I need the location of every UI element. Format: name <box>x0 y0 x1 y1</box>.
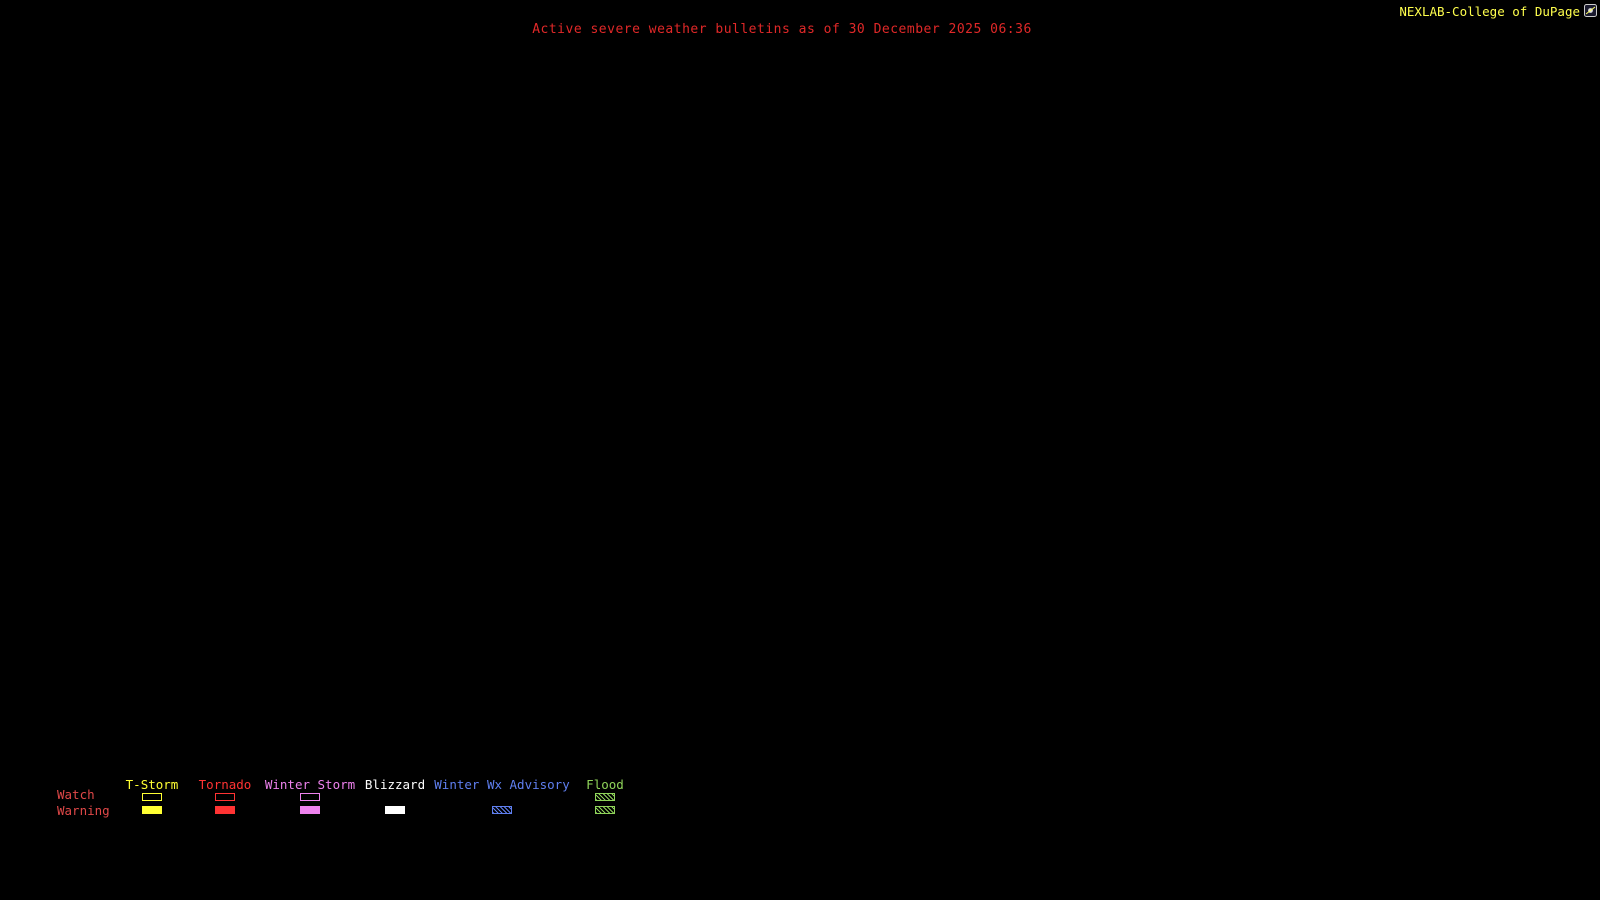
legend-swatch-warning <box>492 806 512 814</box>
nexlab-logo-icon <box>1584 4 1597 17</box>
attribution: NEXLAB-College of DuPage <box>1399 4 1580 19</box>
legend-swatch-warning <box>142 806 162 814</box>
legend-category-label: Blizzard <box>364 777 426 792</box>
legend-category-label: Flood <box>586 777 624 792</box>
legend-row-label-watch: Watch <box>57 787 95 802</box>
legend-swatch-watch <box>595 793 615 801</box>
legend-row-label-warning: Warning <box>57 803 110 818</box>
legend-category-label: T-Storm <box>125 777 179 792</box>
legend-category-t-storm: T-Storm <box>42 777 262 822</box>
legend-category-winter-wx-advisory: Winter Wx Advisory <box>392 777 612 822</box>
legend-category-label: Tornado <box>198 777 252 792</box>
legend-category-flood: Flood <box>495 777 715 822</box>
attribution-text: NEXLAB-College of DuPage <box>1399 4 1580 19</box>
legend: Watch Warning T-Storm Tornado Winter Storm… <box>0 770 760 830</box>
legend-category-tornado: Tornado <box>115 777 335 822</box>
legend-category-winter-storm: Winter Storm <box>200 777 420 822</box>
legend-swatch-warning <box>300 806 320 814</box>
legend-category-label: Winter Wx Advisory <box>434 777 570 792</box>
legend-category-blizzard: Blizzard <box>285 777 505 822</box>
legend-swatch-watch <box>215 793 235 801</box>
legend-swatch-warning <box>215 806 235 814</box>
legend-swatch-warning <box>595 806 615 814</box>
legend-swatch-watch <box>300 793 320 801</box>
bulletin-title: Active severe weather bulletins as of 30… <box>532 22 1032 37</box>
legend-swatch-warning <box>385 806 405 814</box>
legend-category-label: Winter Storm <box>264 777 356 792</box>
legend-swatch-watch <box>142 793 162 801</box>
